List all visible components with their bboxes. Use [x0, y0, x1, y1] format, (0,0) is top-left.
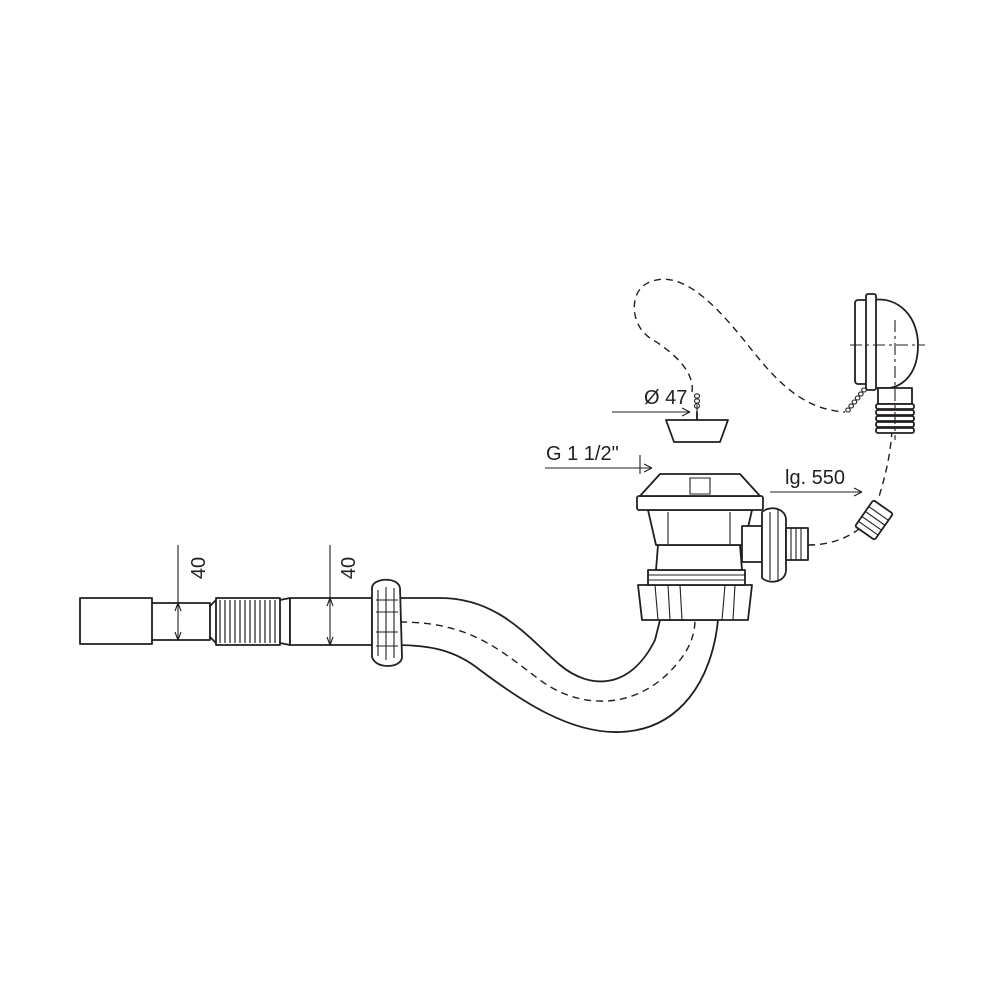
- overflow-connector: [741, 507, 809, 583]
- overflow-hose-fitting: [854, 499, 894, 541]
- dimension-right-height: 40: [322, 545, 360, 646]
- union-nut-left: [371, 578, 403, 667]
- corrugated-hose: [215, 597, 291, 646]
- dimension-thread: G 1 1/2": [545, 443, 653, 474]
- overflow-head: [850, 293, 925, 440]
- strainer-body: [636, 473, 764, 571]
- overflow-chain: [845, 387, 867, 413]
- dimension-right-label: 40: [338, 557, 360, 579]
- dimension-left-height: 40: [170, 545, 210, 641]
- dimension-plug-diameter: Ø 47: [612, 387, 698, 420]
- straight-pipe-section: [289, 597, 373, 646]
- chain-path: [633, 278, 846, 413]
- s-trap-tube: [394, 597, 719, 733]
- overflow-hose-path-upper: [877, 429, 893, 501]
- outlet-pipe-end: [79, 597, 219, 646]
- dimension-chain-length-label: lg. 550: [785, 467, 845, 489]
- dimension-chain-length: lg. 550: [770, 467, 863, 497]
- dimension-thread-label: G 1 1/2": [546, 443, 619, 465]
- trap-nut: [637, 569, 753, 621]
- dimension-left-label: 40: [188, 557, 210, 579]
- dimension-plug-diameter-label: Ø 47: [644, 387, 687, 409]
